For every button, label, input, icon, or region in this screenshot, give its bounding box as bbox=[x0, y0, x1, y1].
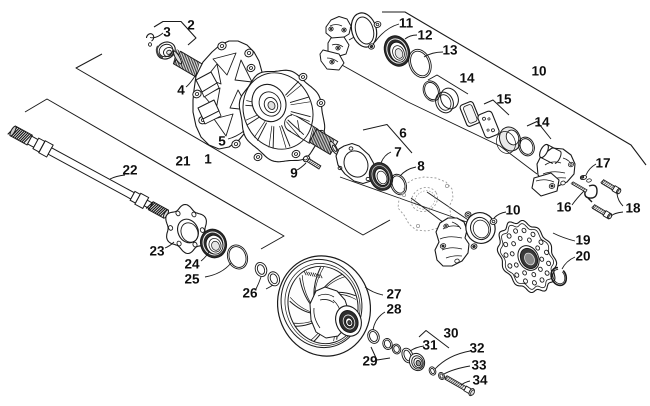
svg-text:2: 2 bbox=[187, 18, 195, 33]
svg-text:8: 8 bbox=[417, 159, 425, 174]
svg-text:25: 25 bbox=[184, 272, 200, 287]
svg-text:27: 27 bbox=[386, 287, 401, 302]
svg-text:29: 29 bbox=[362, 354, 377, 369]
svg-text:13: 13 bbox=[442, 43, 458, 58]
svg-text:17: 17 bbox=[595, 156, 610, 171]
svg-text:30: 30 bbox=[443, 326, 458, 341]
svg-text:22: 22 bbox=[122, 163, 137, 178]
svg-text:23: 23 bbox=[149, 244, 165, 259]
svg-text:4: 4 bbox=[177, 83, 185, 98]
svg-text:20: 20 bbox=[575, 249, 590, 264]
svg-text:32: 32 bbox=[469, 341, 484, 356]
svg-text:14: 14 bbox=[459, 71, 475, 86]
svg-text:12: 12 bbox=[417, 28, 432, 43]
svg-text:9: 9 bbox=[290, 166, 298, 181]
svg-text:7: 7 bbox=[394, 145, 402, 160]
svg-text:6: 6 bbox=[399, 126, 407, 141]
svg-text:10: 10 bbox=[505, 203, 520, 218]
svg-text:16: 16 bbox=[556, 200, 572, 215]
svg-text:15: 15 bbox=[496, 92, 512, 107]
svg-text:24: 24 bbox=[184, 257, 200, 272]
svg-text:33: 33 bbox=[471, 358, 487, 373]
svg-text:28: 28 bbox=[386, 302, 402, 317]
svg-text:18: 18 bbox=[625, 201, 641, 216]
svg-text:19: 19 bbox=[575, 233, 590, 248]
svg-text:31: 31 bbox=[422, 338, 438, 353]
svg-text:26: 26 bbox=[242, 286, 258, 301]
svg-text:34: 34 bbox=[472, 373, 488, 388]
svg-text:21: 21 bbox=[175, 154, 191, 169]
svg-text:5: 5 bbox=[218, 134, 226, 149]
svg-text:14: 14 bbox=[534, 115, 550, 130]
svg-text:10: 10 bbox=[531, 64, 546, 79]
svg-text:1: 1 bbox=[204, 152, 212, 167]
svg-text:11: 11 bbox=[399, 16, 414, 31]
svg-text:3: 3 bbox=[163, 25, 171, 40]
